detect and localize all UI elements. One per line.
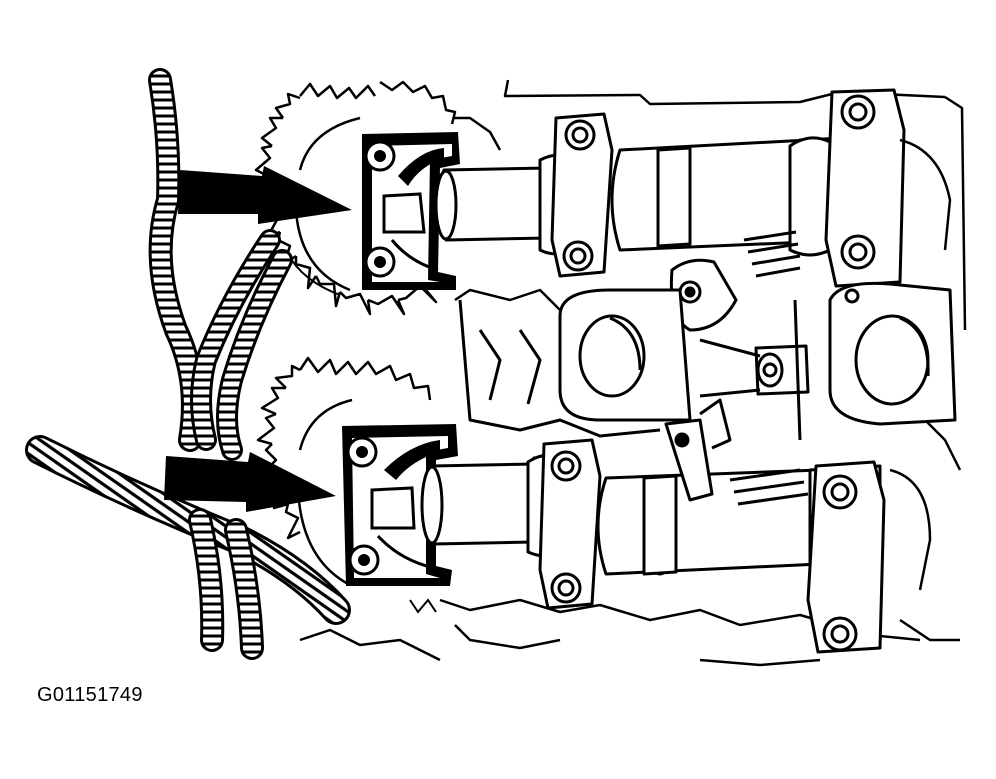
figure-id-label: G01151749 bbox=[37, 684, 143, 706]
lower-rocker-arm bbox=[664, 398, 809, 506]
callout-arrow-upper bbox=[178, 166, 352, 224]
cylinder-head-mid bbox=[439, 281, 957, 532]
lower-bearing-cap-right bbox=[806, 460, 886, 654]
wiring-harness bbox=[25, 68, 351, 660]
upper-bearing-cap-right bbox=[824, 88, 906, 288]
engine-right-edge bbox=[889, 138, 952, 591]
upper-bracket bbox=[362, 132, 460, 290]
lower-bearing-cap-left bbox=[538, 438, 602, 610]
callout-arrow-lower bbox=[164, 452, 336, 512]
upper-bearing-cap-left bbox=[550, 112, 614, 278]
lower-bracket bbox=[342, 424, 458, 586]
upper-camshaft bbox=[434, 134, 894, 257]
